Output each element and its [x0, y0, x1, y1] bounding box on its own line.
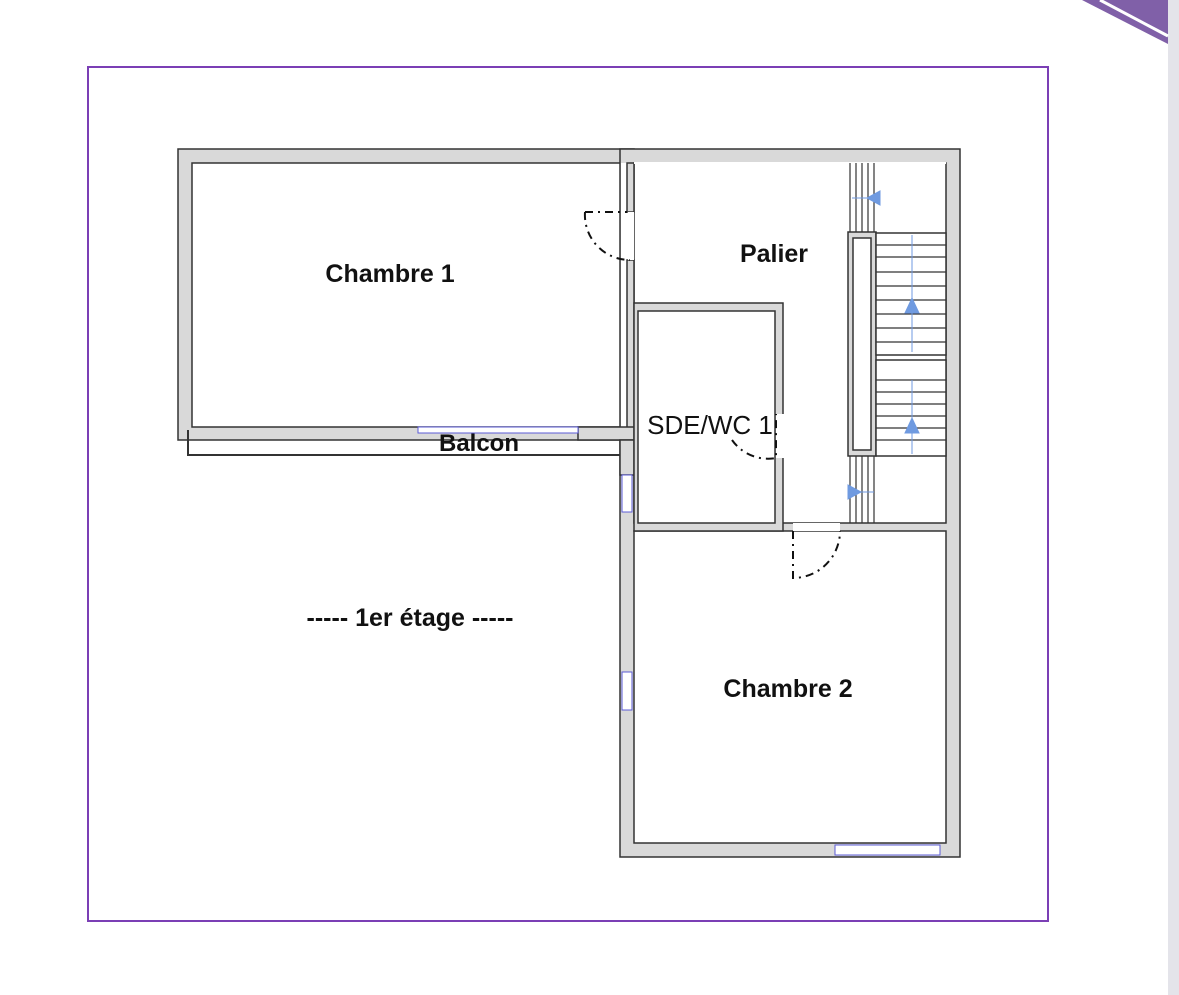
window-left-2: [621, 671, 633, 711]
walls: [177, 148, 961, 858]
arrow-right-icon: [847, 484, 863, 500]
arrow-up-icon: [904, 296, 920, 314]
arrow-up-icon: [904, 416, 920, 434]
plan-frame: [87, 66, 1049, 922]
doors: [583, 211, 841, 580]
corner-stripe: [1099, 0, 1169, 38]
window-left-1: [621, 474, 633, 513]
label-palier: Palier: [740, 240, 808, 268]
label-chambre1: Chambre 1: [325, 260, 454, 288]
balcon-railing: [187, 430, 620, 456]
arrow-left-icon: [865, 190, 881, 206]
staircase: [847, 163, 947, 523]
windows: [417, 426, 941, 856]
scrollbar-track[interactable]: [1168, 0, 1179, 995]
chambre1-door: [583, 211, 631, 262]
floor-label: ----- 1er étage -----: [307, 604, 514, 632]
left-wall-a: [619, 439, 635, 476]
stair-flight-2: [875, 359, 947, 457]
chambre1-door-gap: [628, 212, 634, 260]
label-chambre2: Chambre 2: [723, 675, 852, 703]
wall-clean: [634, 162, 946, 164]
chambre2-door-gap: [793, 523, 840, 531]
balcon-window: [417, 426, 579, 434]
sde-door: [731, 414, 777, 460]
sde-room: [637, 310, 776, 524]
sde-door-gap: [776, 414, 784, 458]
partition-top: [626, 162, 635, 213]
chambre2-door: [792, 530, 841, 580]
label-sde: SDE/WC 1: [647, 410, 773, 440]
chambre1-room: [191, 162, 628, 428]
label-balcon: Balcon: [439, 430, 519, 457]
partition-bottom: [626, 259, 635, 441]
wall-corner: [577, 426, 635, 441]
chambre2-window: [834, 844, 941, 856]
stair-flight-1: [875, 232, 947, 356]
chambre2-room: [633, 530, 947, 844]
stair-core: [852, 237, 872, 451]
corner-decoration: [1082, 0, 1168, 44]
